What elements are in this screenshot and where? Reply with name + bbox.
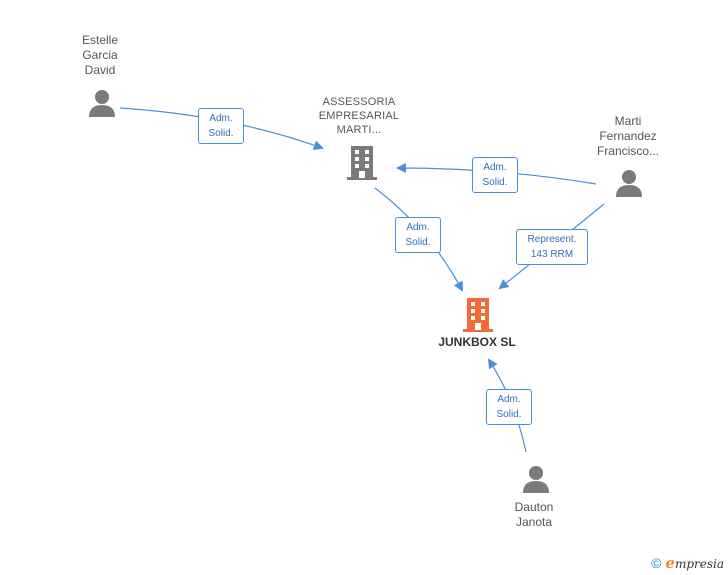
node-label-line: Janota [515, 515, 553, 529]
node-label-line: MARTI... [336, 124, 382, 136]
node-label-line: Dauton [514, 500, 554, 514]
edge-label-marti-assessoria[interactable]: Adm. Solid. [472, 157, 518, 193]
node-label-line: ASSESSORIA [322, 96, 396, 108]
building-icon[interactable] [462, 296, 494, 332]
edge-label-dauton-junkbox[interactable]: Adm. Solid. [486, 389, 532, 425]
node-label-line: Francisco... [596, 144, 659, 158]
edge-label-marti-junkbox[interactable]: Represent. 143 RRM [516, 229, 588, 265]
edge-label-line: Represent. [527, 234, 577, 245]
copyright-icon: © [651, 555, 662, 571]
node-label-estelle: Estelle Garcia David [60, 33, 140, 78]
edge-label-line: Solid. [208, 128, 234, 139]
node-label-line: Estelle [81, 33, 119, 47]
node-label-dauton: Dauton Janota [494, 500, 574, 530]
node-label-line: EMPRESARIAL [318, 110, 400, 122]
edge-label-line: Solid. [482, 177, 508, 188]
node-label-line: Marti [614, 114, 642, 128]
person-icon[interactable] [521, 464, 551, 494]
edge-label-line: 143 RRM [530, 249, 574, 260]
node-label-assessoria: ASSESSORIA EMPRESARIAL MARTI... [308, 95, 410, 137]
node-label-line: Garcia [82, 48, 118, 62]
node-label-line: David [84, 63, 116, 77]
footer-brand: © empresia [651, 554, 724, 572]
edge-label-line: Adm. [406, 222, 430, 233]
node-label-line: Fernandez [599, 129, 657, 143]
building-icon[interactable] [346, 144, 378, 180]
edge-label-line: Solid. [496, 409, 522, 420]
edge-label-line: Solid. [405, 237, 431, 248]
brand-logo[interactable]: empresia [665, 554, 724, 572]
edge-label-line: Adm. [497, 394, 521, 405]
person-icon[interactable] [614, 168, 644, 198]
person-icon[interactable] [87, 88, 117, 118]
edge-label-estelle-assessoria[interactable]: Adm. Solid. [198, 108, 244, 144]
node-label-junkbox[interactable]: JUNKBOX SL [426, 335, 528, 350]
edge-label-line: Adm. [209, 113, 233, 124]
brand-logo-text: mpresia [674, 557, 724, 571]
edge-label-assessoria-junkbox[interactable]: Adm. Solid. [395, 217, 441, 253]
brand-logo-initial: e [665, 554, 675, 572]
edge-label-line: Adm. [483, 162, 507, 173]
node-label-marti: Marti Fernandez Francisco... [586, 114, 670, 159]
node-label-line: JUNKBOX SL [438, 335, 516, 349]
